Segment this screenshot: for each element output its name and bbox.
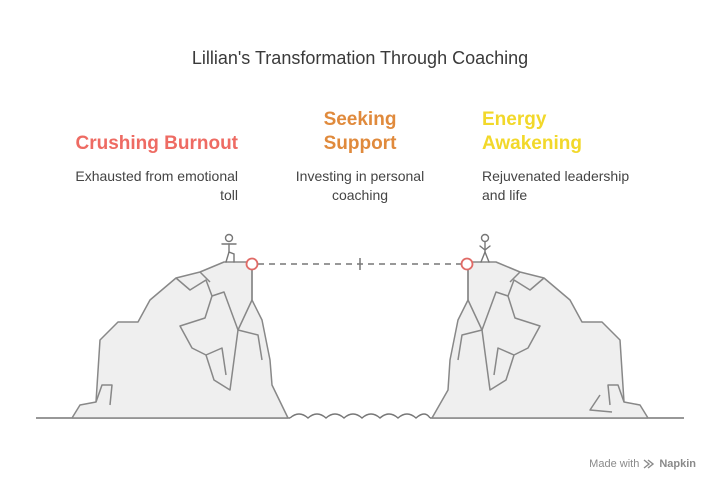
end-point-marker [460,257,474,271]
water-waves [289,413,431,420]
napkin-brand: Napkin [659,458,696,470]
stage-description-awakening: Rejuvenated leadership and life [482,168,630,203]
left-cliff [71,261,289,419]
made-with-label: Made with [589,458,640,470]
diagram-title: Lillian's Transformation Through Coachin… [191,48,529,68]
right-cliff [431,261,649,419]
made-with-footer[interactable]: Made with Napkin [589,458,696,470]
tired-person-icon [221,233,237,263]
stage-heading-support: Seeking Support [323,109,397,154]
stage-description-support: Investing in personal coaching [295,168,425,203]
start-point-marker [245,257,259,271]
stage-heading-awakening: Energy Awakening [482,109,582,154]
napkin-logo-icon [643,459,655,469]
energized-person-icon [479,233,491,263]
stage-heading-burnout: Crushing Burnout [75,133,238,154]
stage-description-burnout: Exhausted from emotional toll [75,168,238,203]
